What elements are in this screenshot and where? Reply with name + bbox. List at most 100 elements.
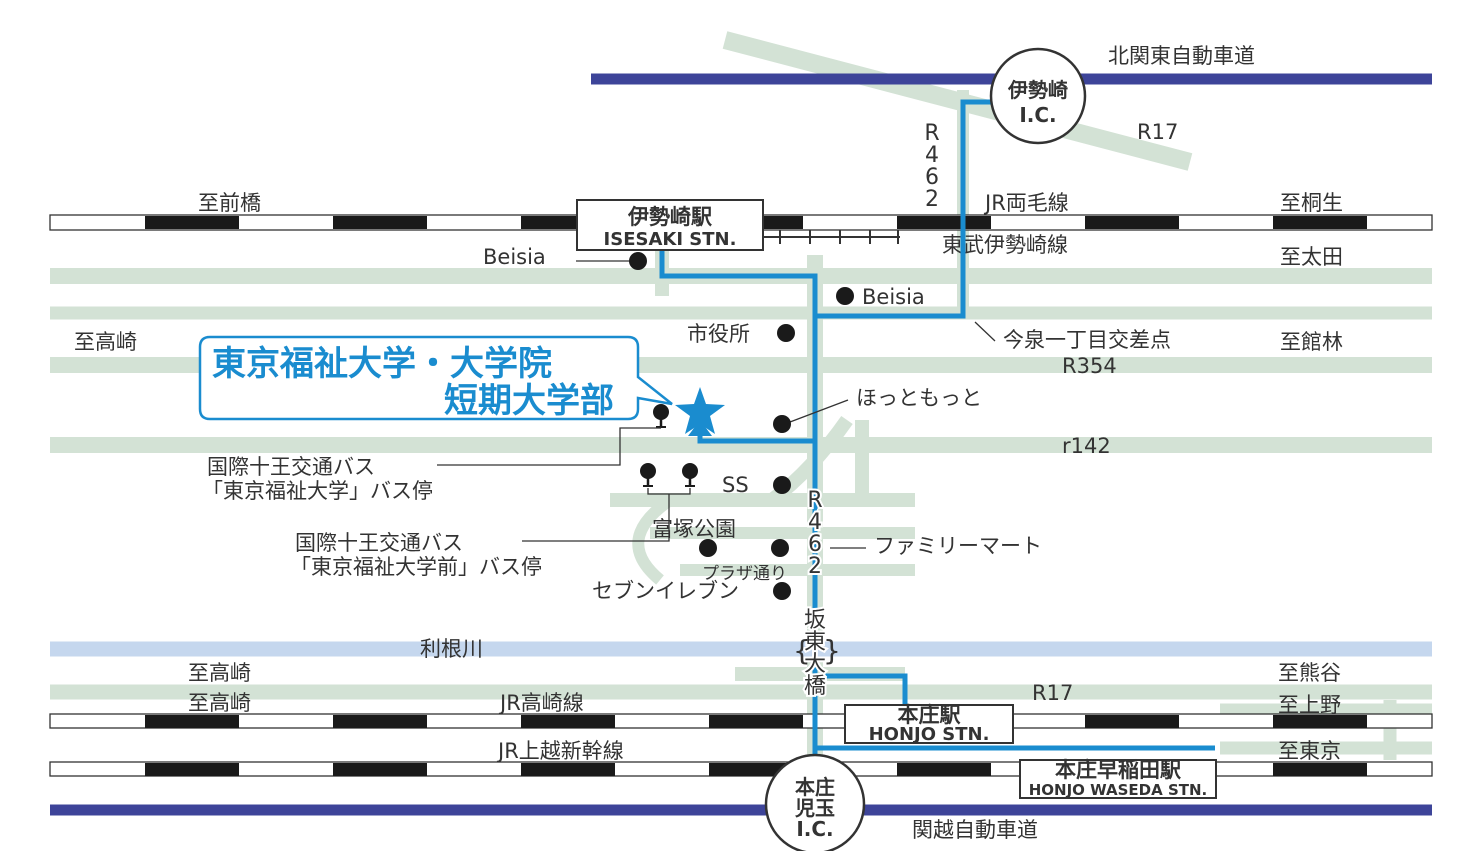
rail-segment: [521, 763, 615, 776]
station-isesaki[interactable]: 伊勢崎駅 ISESAKI STN.: [576, 199, 764, 251]
landmark-beisia-west: Beisia: [483, 245, 647, 270]
railway-jr-takasaki-label: JR高崎線: [498, 691, 584, 715]
direction-maebashi: 至前橋: [198, 191, 261, 215]
svg-text:セブンイレブン: セブンイレブン: [592, 579, 739, 603]
railway-jr-takasaki: [49, 713, 1433, 729]
landmark-dot: [699, 539, 717, 557]
svg-text:富塚公園: 富塚公園: [652, 517, 736, 541]
station-honjo-en: HONJO STN.: [869, 724, 990, 745]
landmark-imaizumi-crossing: 今泉一丁目交差点: [974, 321, 1171, 352]
bus-stop-icon: [653, 404, 669, 428]
svg-text:Beisia: Beisia: [862, 285, 925, 309]
direction-ueno: 至上野: [1278, 693, 1341, 717]
rail-segment: [333, 763, 427, 776]
interchange-honjo-line1: 本庄: [795, 775, 835, 799]
river-label: 利根川: [420, 637, 483, 661]
svg-text:ファミリーマート: ファミリーマート: [874, 534, 1042, 558]
rail-segment: [1273, 763, 1367, 776]
route-from-honjo-stn: [815, 673, 908, 705]
interchange-honjo-kodama[interactable]: 本庄 児玉 I.C.: [764, 753, 866, 851]
bus-stop-icon: [640, 463, 656, 487]
railway-tobu-isesaki: [762, 230, 900, 244]
landmark-dot: [629, 252, 647, 270]
direction-tokyo: 至東京: [1278, 739, 1341, 763]
vertical-label-char: 4: [808, 510, 822, 535]
bus-stop2-leader-2: [522, 494, 670, 542]
campus-name-line2: 短期大学部: [444, 381, 614, 421]
landmark-familymart: ファミリーマート: [771, 534, 1042, 558]
campus-callout: [198, 335, 673, 421]
station-honjo-waseda[interactable]: 本庄早稲田駅 HONJO WASEDA STN.: [1019, 758, 1217, 799]
direction-kiryu: 至桐生: [1280, 191, 1343, 215]
vertical-label-char: 6: [808, 532, 822, 557]
bus-stop1-label-line2: 「東京福祉大学」バス停: [202, 479, 433, 503]
station-honjo[interactable]: 本庄駅 HONJO STN.: [844, 703, 1014, 745]
bus-stop-icon: [682, 463, 698, 487]
road-curve-park: [632, 495, 674, 585]
landmark-hottomotto: ほっともっと: [773, 386, 982, 433]
route-arrowhead: [688, 420, 712, 436]
vertical-label-char: 2: [808, 554, 822, 579]
direction-ota: 至太田: [1280, 245, 1343, 269]
landmark-dot: [773, 582, 791, 600]
railway-jr-joetsu: [49, 761, 1433, 777]
rail-segment: [709, 715, 803, 728]
road-r354-label: R354: [1062, 354, 1117, 378]
svg-text:市役所: 市役所: [687, 322, 750, 346]
vertical-label-char: 2: [925, 187, 939, 212]
railway-jr-ryomo-label: JR両毛線: [983, 191, 1069, 215]
rail-segment: [521, 715, 615, 728]
rail-segment: [1273, 216, 1367, 229]
vertical-label-char: 東: [804, 630, 826, 655]
rail-segment: [897, 216, 991, 229]
interchange-isesaki[interactable]: 伊勢崎 I.C.: [989, 47, 1087, 145]
svg-text:今泉一丁目交差点: 今泉一丁目交差点: [1003, 328, 1171, 352]
rail-segment: [1085, 216, 1179, 229]
bus-stop2-label-line2: 「東京福祉大学前」バス停: [290, 555, 542, 579]
bus-stop2-label-line1: 国際十王交通バス: [295, 531, 463, 555]
landmark-dot: [777, 324, 795, 342]
rail-segment: [145, 216, 239, 229]
direction-tatebayashi: 至館林: [1280, 330, 1343, 354]
rail-segment: [1273, 715, 1367, 728]
road-r17-south-label: R17: [1032, 681, 1073, 705]
landmark-plaza-dori: プラザ通り: [702, 564, 787, 584]
road-r17-north-label: R17: [1137, 120, 1178, 144]
landmark-dot: [836, 287, 854, 305]
landmark-dot: [771, 539, 789, 557]
campus-name-line1: 東京福祉大学・大学院: [212, 344, 552, 384]
landmark-city-hall: 市役所: [687, 322, 795, 346]
direction-takasaki-south-2: 至高崎: [188, 691, 251, 715]
vertical-label-char: 橋: [804, 674, 826, 699]
svg-text:Beisia: Beisia: [483, 245, 546, 269]
landmark-tomizuka-park: 富塚公園: [652, 517, 736, 557]
landmark-seven-eleven: セブンイレブン: [592, 579, 791, 603]
vertical-label-char: R: [924, 121, 939, 146]
station-isesaki-jp: 伊勢崎駅: [627, 205, 713, 229]
landmark-dot: [773, 476, 791, 494]
bus-stop1-leader: [437, 427, 661, 466]
route-from-isesaki-stn: [659, 250, 818, 790]
vertical-label-char: 4: [925, 143, 939, 168]
station-isesaki-en: ISESAKI STN.: [604, 229, 737, 250]
station-honjo-jp: 本庄駅: [898, 703, 962, 727]
vertical-label-char: 6: [925, 165, 939, 190]
bridge-bracket-right: }: [823, 634, 841, 667]
rail-segment: [897, 763, 991, 776]
route-to-campus: [697, 430, 815, 444]
landmark-dot: [773, 415, 791, 433]
station-honjo-waseda-en: HONJO WASEDA STN.: [1029, 781, 1208, 799]
road-r142-label: r142: [1062, 434, 1111, 458]
svg-text:ほっともっと: ほっともっと: [856, 386, 982, 410]
expressway-north-label: 北関東自動車道: [1108, 44, 1255, 68]
rail-segment: [333, 216, 427, 229]
expressway-south-label: 関越自動車道: [912, 818, 1038, 842]
railway-jr-joetsu-label: JR上越新幹線: [496, 739, 624, 763]
campus-star-icon: [675, 387, 725, 434]
interchange-honjo-line2: 児玉: [794, 796, 835, 820]
route-from-isesaki-ic: [815, 99, 1000, 319]
